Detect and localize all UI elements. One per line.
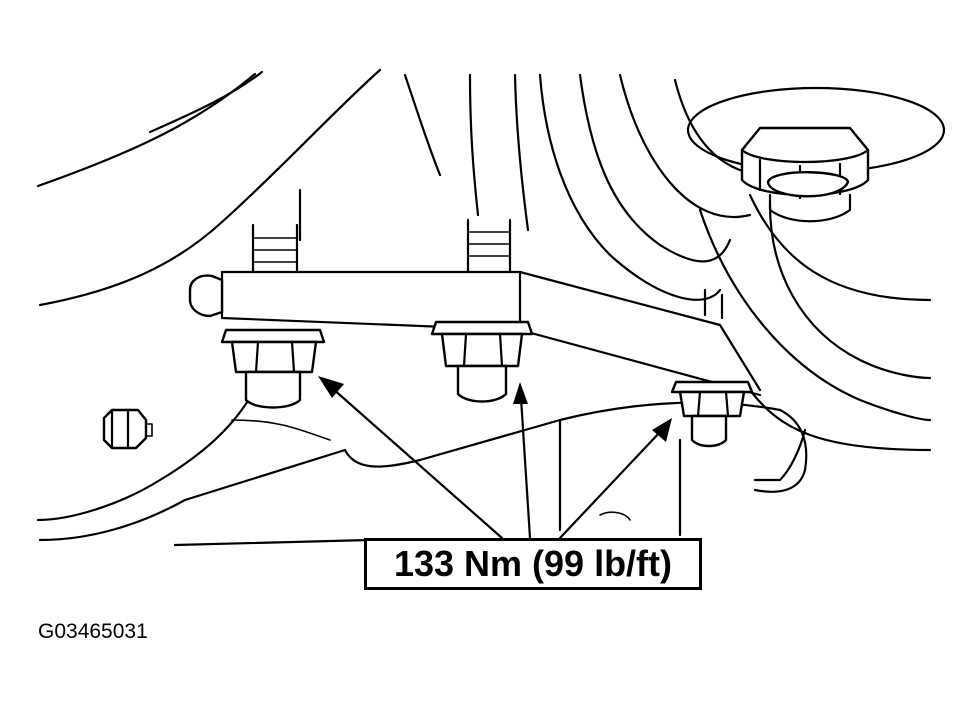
torque-callout-box: 133 Nm (99 lb/ft) xyxy=(364,538,702,590)
left-flange-nut xyxy=(220,328,326,409)
body-contours xyxy=(36,68,932,547)
figure-id-label: G03465031 xyxy=(38,620,148,643)
upper-hex-nut xyxy=(686,86,946,223)
middle-flange-nut xyxy=(430,320,534,403)
torque-value-label: 133 Nm (99 lb/ft) xyxy=(393,543,673,584)
bracket-studs xyxy=(251,218,724,320)
small-side-nut xyxy=(102,408,153,450)
right-flange-nut xyxy=(670,380,754,448)
callout-arrows xyxy=(318,376,672,540)
mounting-bracket xyxy=(188,270,762,397)
